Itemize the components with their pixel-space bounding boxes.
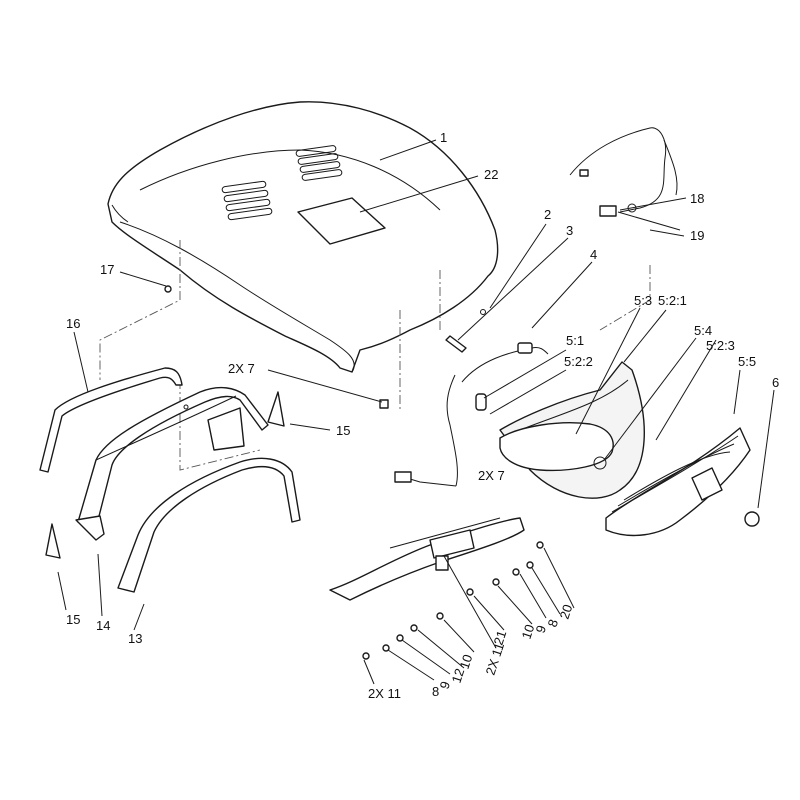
callout-15-upper: 15 [336,423,350,438]
hood-decal [297,197,386,245]
callout-5-4: 5:4 [694,323,712,338]
callout-2x11-right: 2X 11 [483,641,507,677]
hood [107,101,499,373]
callout-19: 19 [690,228,704,243]
mount-bracket-upper [267,391,285,427]
callout-6: 6 [772,375,779,390]
callout-20: 20 [557,603,576,621]
headlight-lens [499,422,614,472]
callout-5-3: 5:3 [634,293,652,308]
callout-labels: 1 22 2 3 4 17 16 18 19 2X 7 2X 7 15 15 1… [66,130,779,701]
callout-2x11-left: 2X 11 [368,686,401,701]
lower-bracket [329,517,525,601]
callout-2x7-right: 2X 7 [478,468,505,483]
callout-5-5: 5:5 [738,354,756,369]
knob [744,511,760,527]
callout-9-left: 9 [437,679,454,691]
fender-left [75,386,269,541]
callout-14: 14 [96,618,110,633]
callout-8-left: 8 [432,684,439,699]
fender-right [117,457,301,593]
screw [164,285,172,293]
callout-15-lower: 15 [66,612,80,627]
fasteners [362,541,544,660]
hinge-hardware [445,309,486,353]
callout-3: 3 [566,223,573,238]
wire-harness [394,342,549,487]
callout-8-right: 8 [545,617,562,629]
callout-4: 4 [590,247,597,262]
callout-16: 16 [66,316,80,331]
callout-5-2-2: 5:2:2 [564,354,593,369]
callout-21: 21 [491,629,510,647]
mount-bracket-lower [45,523,61,559]
callout-5-1: 5:1 [566,333,584,348]
leader-lines [57,139,775,685]
callout-5-2-1: 5:2:1 [658,293,687,308]
callout-22: 22 [484,167,498,182]
callout-1: 1 [440,130,447,145]
callout-17: 17 [100,262,114,277]
callout-12: 12 [449,667,468,685]
grille [605,427,751,537]
callout-18: 18 [690,191,704,206]
callout-10-right: 10 [519,623,538,641]
callout-2: 2 [544,207,551,222]
callout-9-right: 9 [533,623,550,635]
fender-trim-strip [39,367,183,473]
callout-5-2-3: 5:2:3 [706,338,735,353]
upper-harness [569,127,681,231]
hood-vent-upper [295,145,343,181]
callout-13: 13 [128,631,142,646]
callout-10-left: 10 [457,653,476,671]
callout-2x7-left: 2X 7 [228,361,255,376]
hood-vent-lower [221,180,273,221]
clip [379,399,389,409]
